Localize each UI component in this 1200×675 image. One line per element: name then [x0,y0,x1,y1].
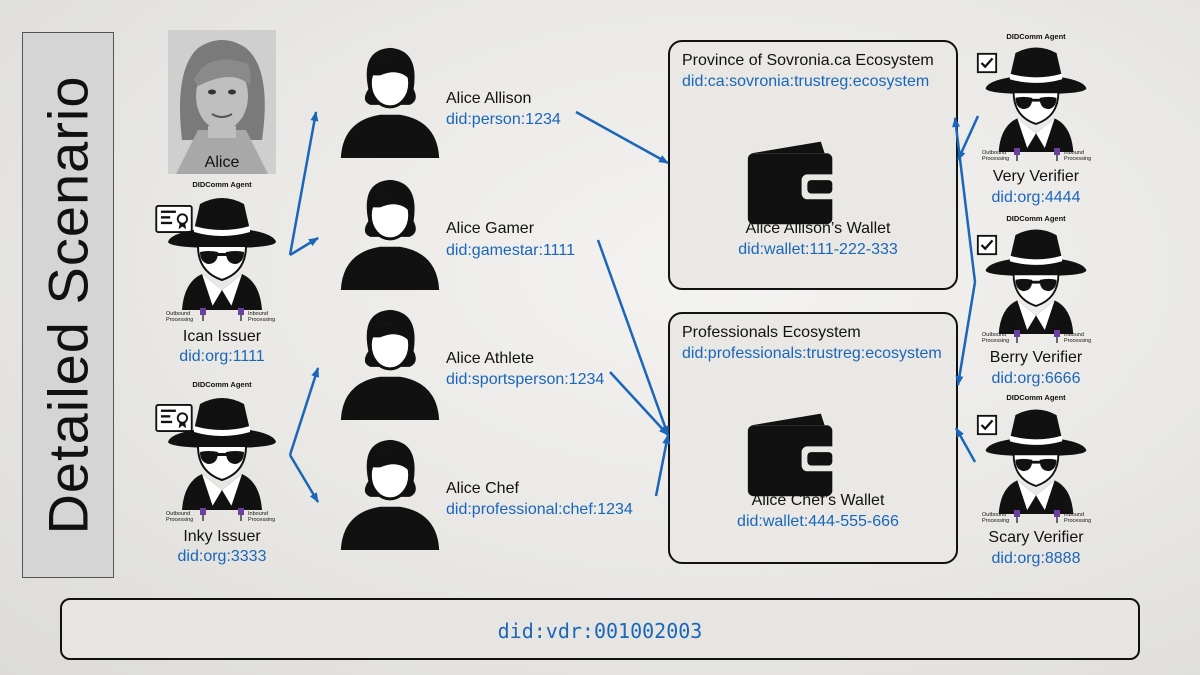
inbound-processing-label: Inbound Processing [248,311,276,323]
ecosystem-box: Province of Sovronia.ca Ecosystem did:ca… [668,40,958,290]
arrow [596,239,670,436]
inbound-processing-label: Inbound Processing [248,511,276,523]
ecosystem-did: did:professionals:trustreg:ecosystem [682,345,942,362]
persona-did: did:person:1234 [446,111,561,128]
issuer-did: did:org:1111 [179,348,265,365]
arrow [288,367,320,456]
slide-title-box: Detailed Scenario [22,32,114,578]
agent-label: DIDComm Agent [1006,32,1066,41]
outbound-processing-label: Outbound Processing [982,150,1010,162]
persona-did: did:gamestar:1111 [446,242,575,259]
arrow [609,371,669,436]
verifier-did: did:org:8888 [991,550,1081,567]
verifier-did: did:org:4444 [991,189,1081,206]
outbound-processing-label: Outbound Processing [166,511,194,523]
inbound-processing-label: Inbound Processing [1064,512,1092,524]
issuer-name: Ican Issuer [182,328,262,345]
alice-photo: Alice [168,30,276,174]
agent-label: DIDComm Agent [1006,214,1066,223]
persona-name: Alice Allison [446,90,532,107]
persona-did: did:professional:chef:1234 [446,501,633,518]
inbound-processing-label: Inbound Processing [1064,332,1092,344]
inbound-processing-label: Inbound Processing [1064,150,1092,162]
ecosystem-did: did:ca:sovronia:trustreg:ecosystem [682,73,930,90]
verifier-name: Very Verifier [992,168,1080,185]
persona-name: Alice Athlete [446,350,535,367]
outbound-processing-label: Outbound Processing [982,332,1010,344]
issuer-did: did:org:3333 [177,548,267,565]
arrow [288,454,320,503]
wallet-name: Alice Chef’s Wallet [751,492,885,509]
outbound-processing-label: Outbound Processing [166,311,194,323]
wallet-did: did:wallet:444-555-666 [737,513,899,530]
persona-name: Alice Chef [446,480,519,497]
persona-name: Alice Gamer [446,220,535,237]
persona-did: did:sportsperson:1234 [446,371,605,388]
arrow [575,110,669,165]
agent-label: DIDComm Agent [192,180,252,189]
ecosystem-box: Professionals Ecosystem did:professional… [668,312,958,564]
vdr-did: did:vdr:001002003 [497,619,703,643]
arrow [956,115,980,161]
portrait-icon [168,30,276,174]
arrow [654,434,671,497]
verifier-did: did:org:6666 [991,370,1081,387]
ecosystem-title: Province of Sovronia.ca Ecosystem [682,52,934,69]
outbound-processing-label: Outbound Processing [982,512,1010,524]
arrow [288,111,319,256]
arrow [289,236,319,257]
arrow [955,281,977,386]
arrow [954,427,977,463]
arrow [952,117,977,283]
verifier-name: Scary Verifier [988,529,1084,546]
photo-label: Alice [204,154,240,171]
agent-label: DIDComm Agent [192,380,252,389]
wallet-name: Alice Allison’s Wallet [745,220,891,237]
ecosystem-title: Professionals Ecosystem [682,324,861,341]
agent-label: DIDComm Agent [1006,393,1066,402]
issuer-name: Inky Issuer [183,528,261,545]
wallet-did: did:wallet:111-222-333 [738,241,898,258]
vdr-box: did:vdr:001002003 [60,598,1140,660]
verifier-name: Berry Verifier [989,349,1083,366]
